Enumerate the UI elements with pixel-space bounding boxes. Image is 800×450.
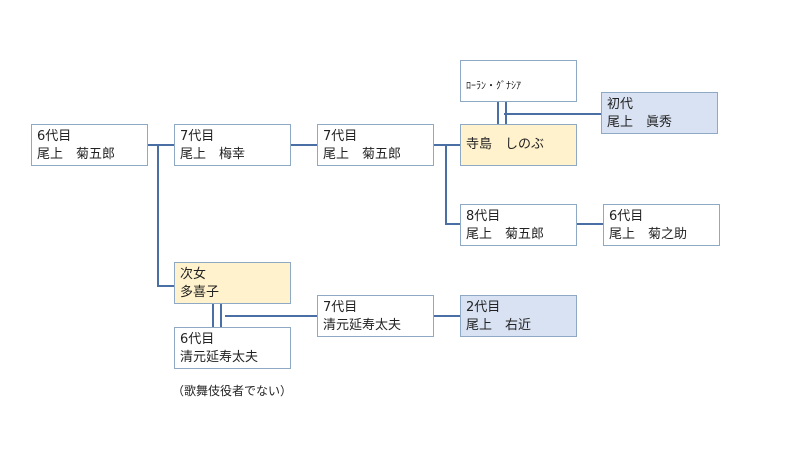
person-name: 尾上 菊五郎 <box>323 147 402 162</box>
person-title: 7代目 <box>323 129 358 144</box>
person-name: 尾上 菊之助 <box>609 227 688 242</box>
person-baiko-7th: 7代目 尾上 梅幸 <box>174 124 291 166</box>
person-name: 寺島 しのぶ <box>466 137 545 152</box>
person-name: 尾上 菊五郎 <box>37 147 116 162</box>
person-name: 清元延寿太夫 <box>323 318 402 333</box>
note-not-kabuki-actor: （歌舞伎役者でない） <box>172 384 293 398</box>
person-title: 8代目 <box>466 209 501 224</box>
person-ukon-2nd: 2代目 尾上 右近 <box>460 295 577 337</box>
person-title: 6代目 <box>180 332 215 347</box>
person-enjudayu-6th: 6代目 清元延寿太夫 <box>174 327 291 369</box>
person-shinshu-1st: 初代 尾上 眞秀 <box>601 92 718 134</box>
person-enjudayu-7th: 7代目 清元延寿太夫 <box>317 295 434 337</box>
person-kikugoro-6th: 6代目 尾上 菊五郎 <box>31 124 148 166</box>
line-kikugoro7-drop <box>445 145 460 225</box>
person-takiko: 次女 多喜子 <box>174 262 291 304</box>
person-laurent-gnassia: ﾛｰﾗﾝ・ｸﾞﾅｼｱ <box>460 60 577 102</box>
person-kikugoro-8th: 8代目 尾上 菊五郎 <box>460 204 577 246</box>
person-name: 尾上 右近 <box>466 318 532 333</box>
person-title: 2代目 <box>466 300 501 315</box>
person-shinobu-terajima: 寺島 しのぶ <box>460 124 577 166</box>
line-kikugoro6-drop <box>157 145 174 287</box>
person-title: 6代目 <box>609 209 644 224</box>
person-name: 尾上 菊五郎 <box>466 227 545 242</box>
person-title: 7代目 <box>323 300 358 315</box>
person-title: 初代 <box>607 97 634 112</box>
person-name: ﾛｰﾗﾝ・ｸﾞﾅｼｱ <box>466 81 521 92</box>
person-kikunosuke-6th: 6代目 尾上 菊之助 <box>603 204 720 246</box>
person-name: 多喜子 <box>180 285 220 300</box>
person-title: 6代目 <box>37 129 72 144</box>
person-kikugoro-7th: 7代目 尾上 菊五郎 <box>317 124 434 166</box>
person-title: 7代目 <box>180 129 215 144</box>
person-name: 清元延寿太夫 <box>180 350 259 365</box>
person-name: 尾上 梅幸 <box>180 147 246 162</box>
person-name: 尾上 眞秀 <box>607 115 673 130</box>
person-title: 次女 <box>180 267 207 282</box>
